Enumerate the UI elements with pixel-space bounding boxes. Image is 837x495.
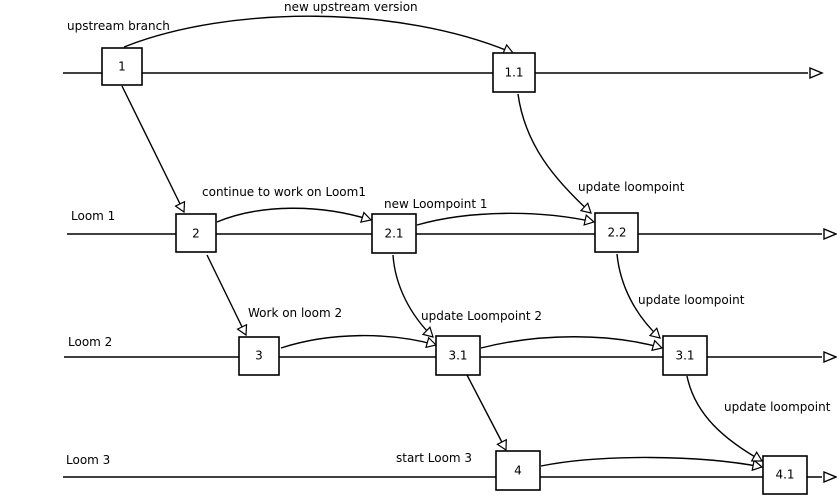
annotation-update-loompoint-2: update Loompoint 2: [421, 309, 542, 323]
node-3.1a: 3.1: [435, 335, 481, 376]
edge-1-to-1.1: [123, 15, 513, 53]
annotation-update-loompoint-c: update loompoint: [724, 400, 831, 414]
annotation-new-upstream-version: new upstream version: [284, 0, 418, 14]
svg-text:4: 4: [514, 464, 522, 478]
svg-text:4.1: 4.1: [775, 468, 794, 482]
edge-2.1-to-2.2: [416, 212, 594, 225]
node-4: 4: [495, 450, 541, 491]
annotation-start-loom-3: start Loom 3: [396, 451, 472, 465]
annotation-continue-loom1: continue to work on Loom1: [202, 185, 366, 199]
annotation-work-on-loom-2: Work on loom 2: [248, 306, 342, 320]
lane-loom1-arrow: [823, 227, 837, 241]
svg-text:2: 2: [192, 227, 200, 241]
node-2: 2: [175, 213, 217, 253]
edge-3.1a-to-4: [466, 374, 506, 450]
edge-1-to-2: [121, 85, 184, 212]
edge-2.2-to-3.1b: [616, 253, 660, 338]
edge-2-to-2.1: [216, 207, 371, 222]
lane-label-upstream: upstream branch: [67, 19, 170, 33]
svg-text:1.1: 1.1: [504, 66, 523, 80]
edge-3.1a-to-3.1b: [480, 336, 662, 348]
edge-4-to-4.1: [540, 456, 762, 467]
svg-text:3: 3: [255, 349, 263, 363]
annotation-new-loompoint-1: new Loompoint 1: [384, 197, 488, 211]
lane-label-loom3: Loom 3: [66, 453, 110, 467]
node-3.1b: 3.1: [662, 335, 708, 376]
annotation-update-loompoint-a: update loompoint: [578, 180, 685, 194]
edge-3.1b-to-4.1: [686, 375, 762, 461]
lane-label-loom1: Loom 1: [71, 209, 115, 223]
edge-1.1-to-2.2: [517, 93, 591, 213]
node-4.1: 4.1: [762, 455, 808, 495]
node-1.1: 1.1: [492, 52, 536, 93]
edge-2-to-3: [206, 254, 246, 335]
node-2.2: 2.2: [594, 212, 639, 253]
edge-2.1-to-3.1a: [392, 254, 433, 337]
annotation-update-loompoint-b: update loompoint: [638, 293, 745, 307]
node-1: 1: [101, 47, 143, 86]
lane-label-loom2: Loom 2: [68, 335, 112, 349]
lane-loom2-arrow: [823, 350, 837, 364]
edge-3-to-3.1a: [280, 334, 436, 349]
lane-loom3-arrow: [823, 470, 837, 484]
node-2.1: 2.1: [371, 213, 417, 254]
svg-text:3.1: 3.1: [448, 349, 467, 363]
svg-text:1: 1: [118, 60, 126, 74]
lane-upstream-arrow: [809, 66, 824, 80]
svg-text:2.2: 2.2: [607, 226, 626, 240]
svg-text:2.1: 2.1: [384, 227, 403, 241]
svg-text:3.1: 3.1: [675, 349, 694, 363]
node-3: 3: [238, 336, 280, 376]
